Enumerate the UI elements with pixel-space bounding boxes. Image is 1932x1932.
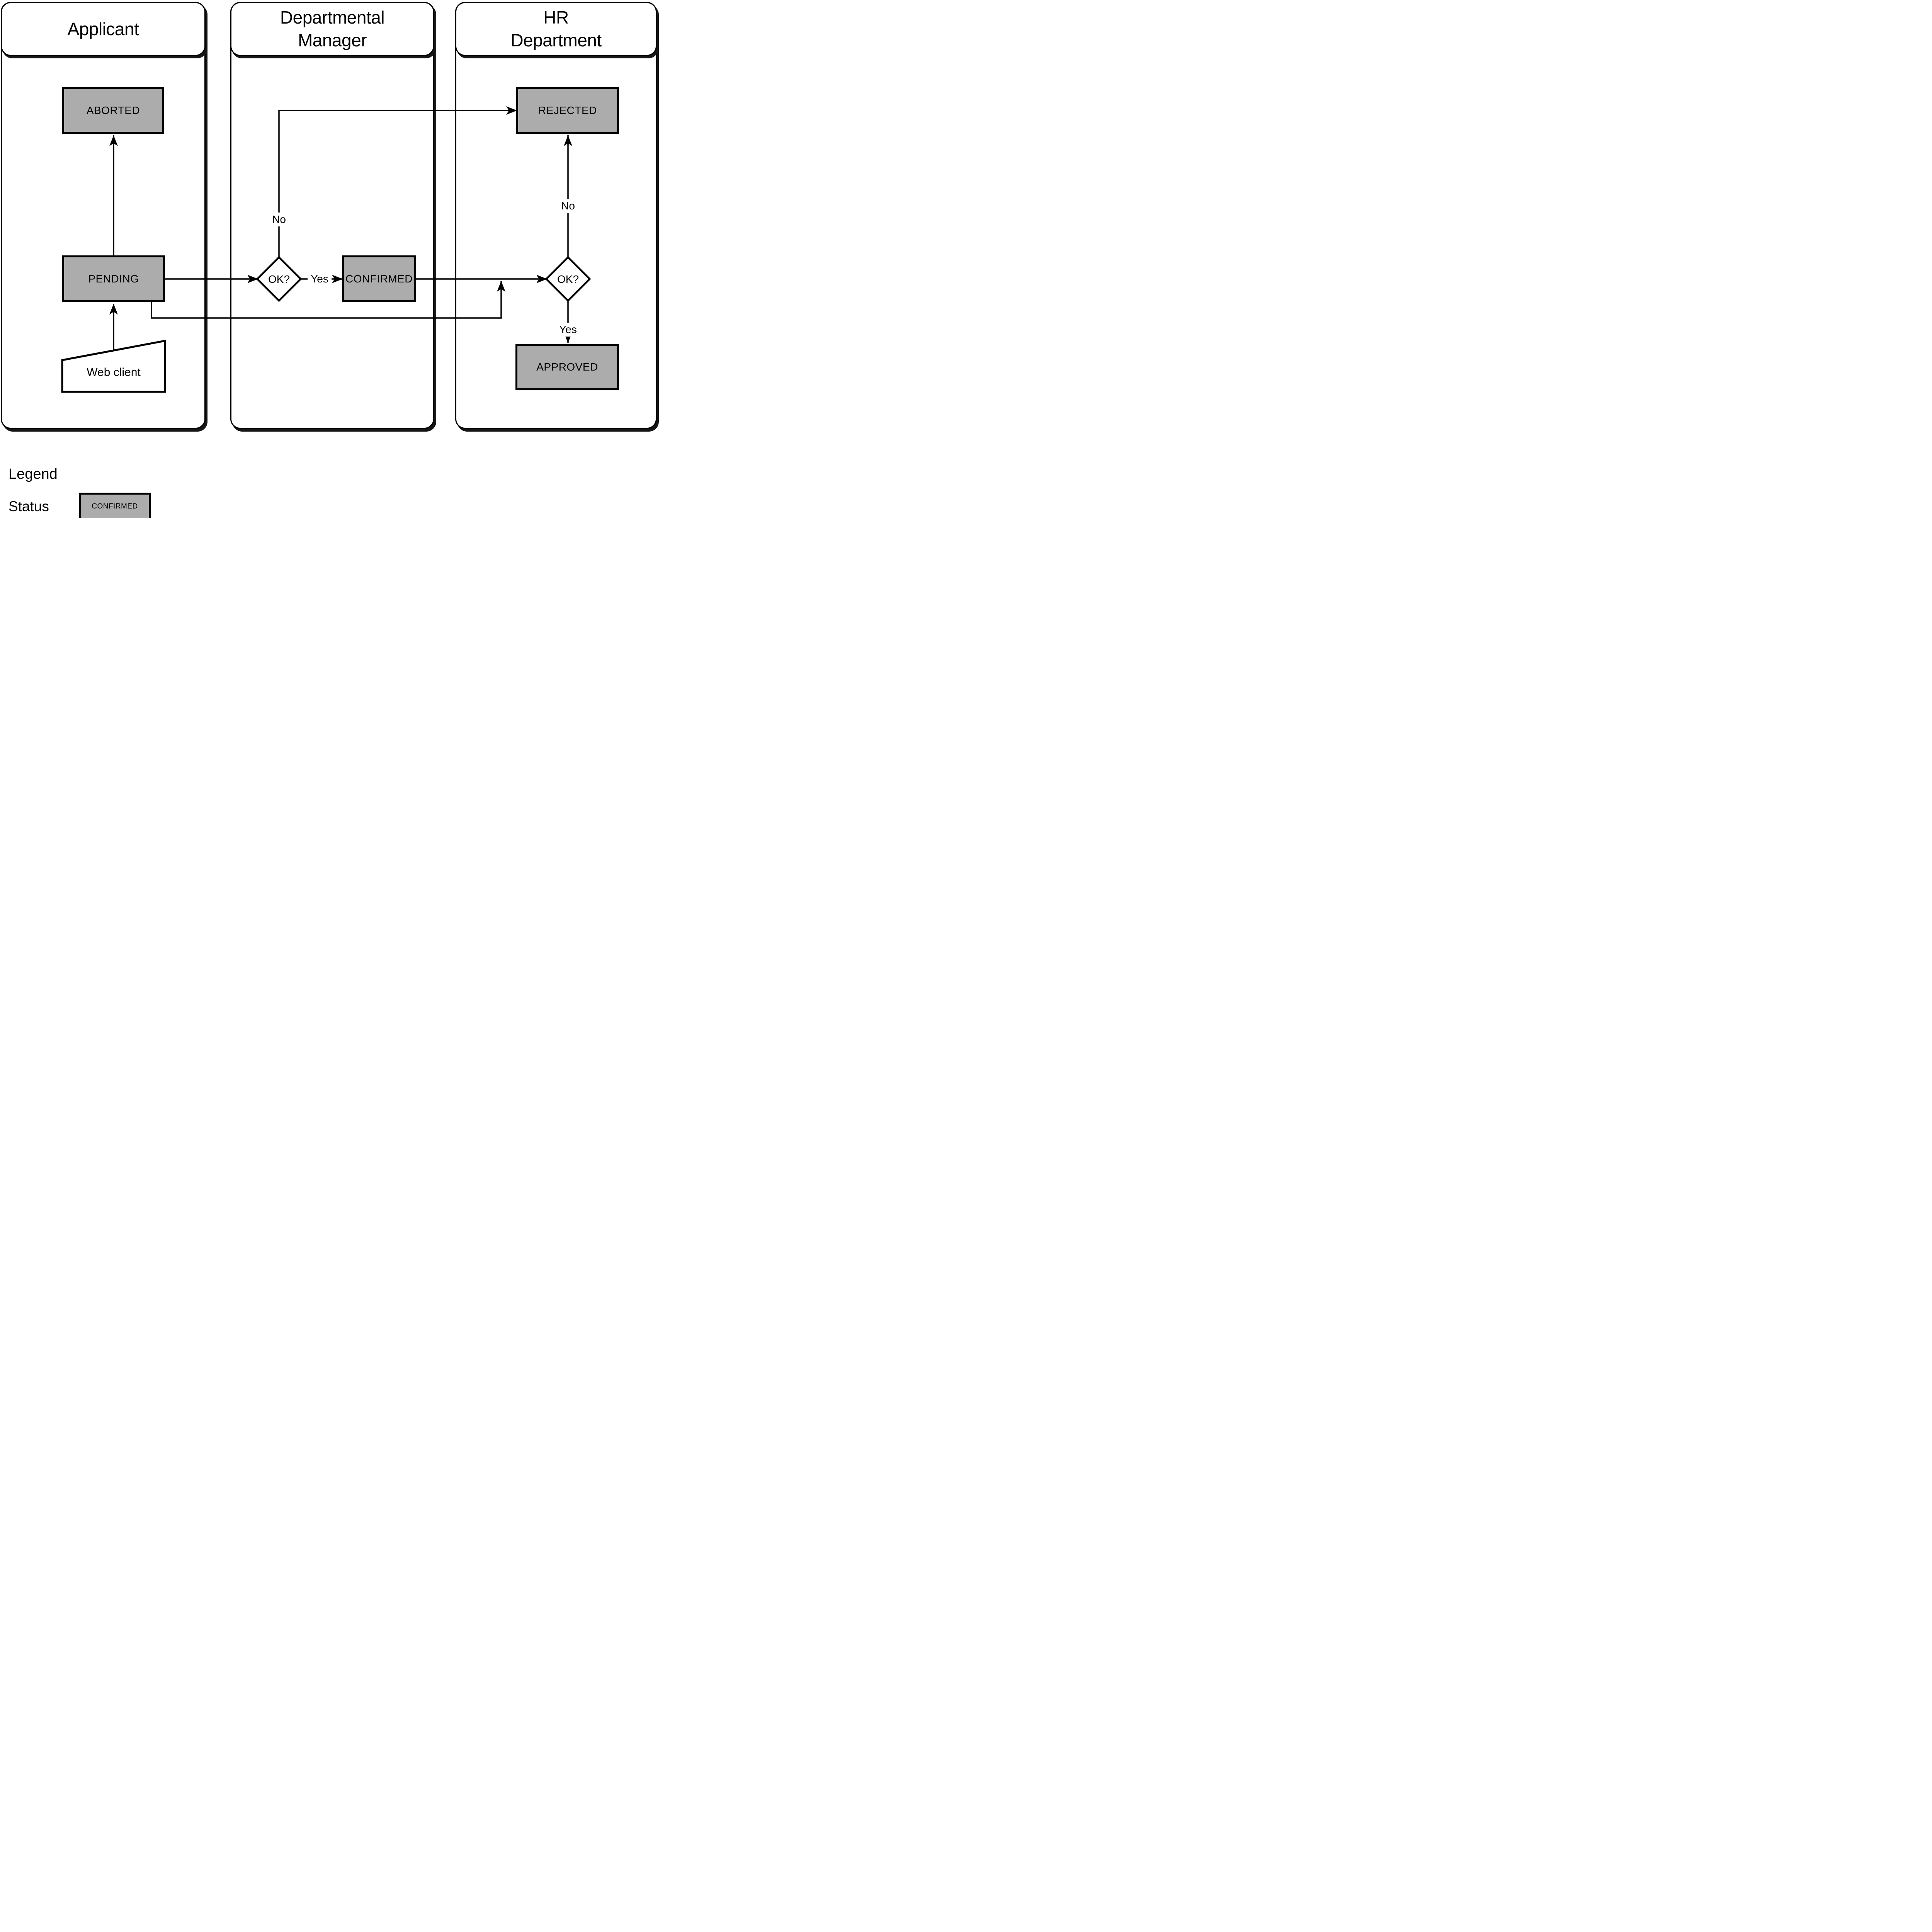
flowchart-canvas: Applicant Departmental Manager HR Depart… bbox=[0, 0, 659, 518]
legend-status-sample-label: CONFIRMED bbox=[92, 502, 138, 510]
node-rejected: REJECTED bbox=[516, 87, 619, 134]
edge-label-dm-no: No bbox=[269, 213, 289, 226]
lane-title-departmental-manager: Departmental Manager bbox=[280, 7, 385, 50]
lane-title-applicant: Applicant bbox=[67, 19, 139, 39]
edge-pending-feedback-junction bbox=[151, 281, 505, 319]
edge-label-hr-no: No bbox=[558, 199, 578, 213]
web-client-shape bbox=[61, 339, 166, 393]
lane-header-hr-department: HR Department bbox=[455, 2, 657, 56]
node-pending: PENDING bbox=[62, 255, 165, 302]
legend-title: Legend bbox=[9, 466, 58, 482]
node-confirmed-label: CONFIRMED bbox=[345, 272, 413, 285]
connector-layer bbox=[61, 106, 591, 393]
lane-title-hr-department: HR Department bbox=[510, 7, 602, 50]
node-approved-label: APPROVED bbox=[536, 361, 598, 373]
hr-decision-diamond bbox=[545, 256, 591, 302]
edge-label-hr-yes: Yes bbox=[556, 323, 580, 337]
node-confirmed: CONFIRMED bbox=[342, 255, 416, 302]
web-client-label: Web client bbox=[87, 366, 141, 379]
node-aborted: ABORTED bbox=[62, 87, 164, 134]
node-approved: APPROVED bbox=[515, 344, 619, 390]
lane-header-applicant: Applicant bbox=[1, 2, 206, 56]
node-rejected-label: REJECTED bbox=[538, 104, 597, 116]
legend-status-sample-box: CONFIRMED bbox=[79, 493, 151, 518]
lane-hr-department bbox=[455, 2, 657, 429]
lane-departmental-manager bbox=[230, 2, 434, 429]
node-aborted-label: ABORTED bbox=[86, 104, 140, 116]
dm-decision-label: OK? bbox=[268, 273, 290, 285]
edge-label-dm-yes: Yes bbox=[308, 272, 332, 286]
edge-dm-no-to-rejected bbox=[278, 106, 517, 257]
dm-decision-diamond bbox=[256, 256, 302, 302]
hr-decision-label: OK? bbox=[557, 273, 579, 285]
node-pending-label: PENDING bbox=[88, 272, 139, 285]
legend-status-label: Status bbox=[9, 498, 49, 514]
lane-header-departmental-manager: Departmental Manager bbox=[230, 2, 434, 56]
